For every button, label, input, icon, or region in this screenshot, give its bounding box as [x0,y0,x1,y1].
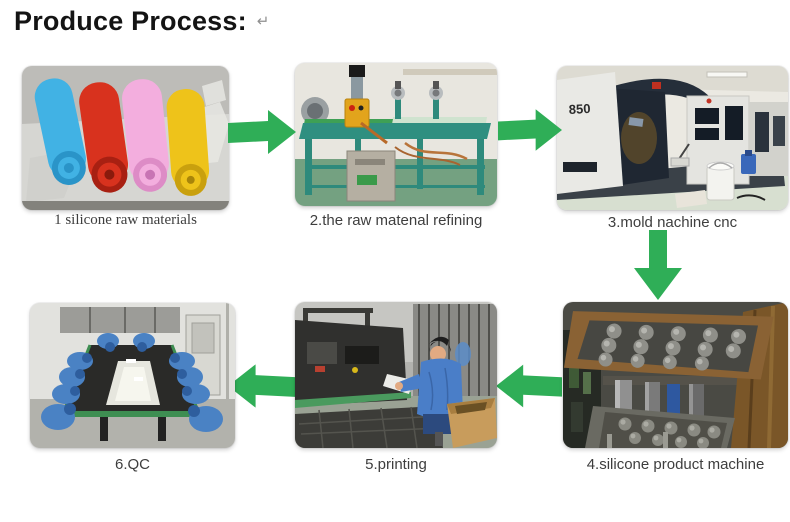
step4-photo-silicone-product-machine [563,302,788,448]
step2-photo-raw-material-refining [295,63,497,206]
page-title: Produce Process: [14,6,247,36]
step3-caption: 3.mold nachine cnc [607,214,738,231]
step5-caption: 5.printing [365,456,427,473]
molding-press-illustration [563,302,788,448]
step5-photo-printing [295,302,497,448]
step6-photo-qc [30,303,235,448]
paragraph-return-mark: ↵ [256,13,270,30]
arrow-step5-to-step6 [228,362,295,410]
step4-caption: 4.silicone product machine [586,456,765,473]
step6-caption: 6.QC [114,456,150,473]
title-row: Produce Process: ↵ [14,6,269,37]
arrow-step2-to-step3 [498,107,562,153]
step1-photo-silicone-raw-materials [22,66,229,210]
cnc-machine-illustration: 850 [557,66,788,210]
refining-machine-illustration [295,63,497,206]
qc-room-illustration [30,303,235,448]
machine-label-text: 850 [568,101,590,117]
arrow-step4-to-step5 [496,362,562,410]
arrow-step3-to-step4 [632,230,684,302]
step2-caption: 2.the raw matenal refining [309,212,483,229]
printing-station-illustration [295,302,497,448]
arrow-step1-to-step2 [228,108,296,156]
silicone-rolls-illustration [22,66,229,210]
step3-photo-cnc-mold-machine: 850 [557,66,788,210]
step1-caption: 1 silicone raw materials [54,212,197,228]
